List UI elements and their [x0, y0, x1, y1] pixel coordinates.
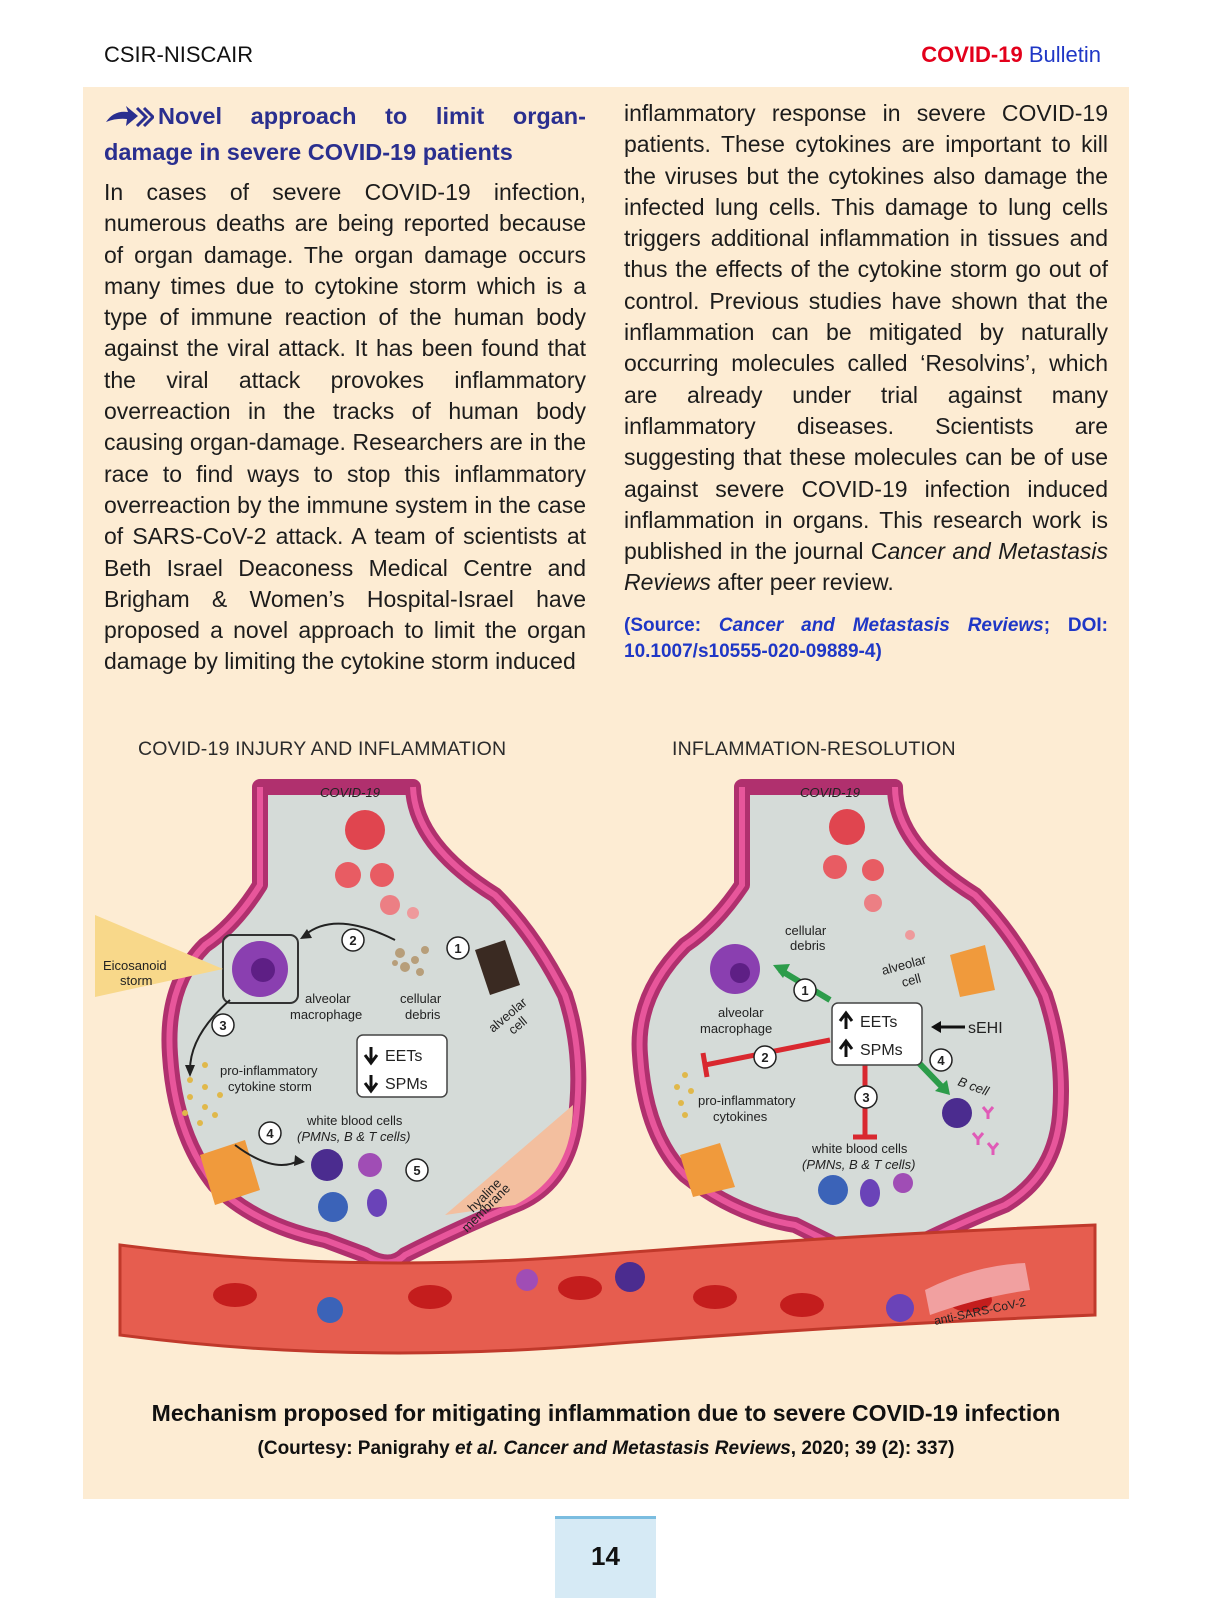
label-alveolar-macrophage-2: macrophage: [290, 1007, 362, 1022]
wbc-icon: [818, 1175, 848, 1205]
badge-5: 5: [413, 1163, 420, 1178]
badge-3: 3: [219, 1018, 226, 1033]
cytokine-dots: [182, 1062, 223, 1126]
virus-icon: [905, 930, 915, 940]
label-r-wbc-1: white blood cells: [811, 1141, 908, 1156]
header-org: CSIR-NISCAIR: [104, 42, 254, 67]
article-heading: Novel approach to limit organ-damage in …: [104, 101, 586, 167]
badge-r4: 4: [937, 1053, 945, 1068]
left-alveolus: [95, 779, 587, 1271]
right-alveolus: [631, 779, 1069, 1271]
courtesy-suffix: , 2020; 39 (2): 337): [790, 1438, 955, 1459]
label-r-proinflammatory-2: cytokines: [713, 1109, 768, 1124]
label-r-alveolar-macrophage-2: macrophage: [700, 1021, 772, 1036]
label-r-proinflammatory-1: pro-inflammatory: [698, 1093, 796, 1108]
label-eicosanoid-2: storm: [120, 973, 153, 988]
wbc-icon: [358, 1153, 382, 1177]
virus-icon: [829, 809, 865, 845]
figure-caption: Mechanism proposed for mitigating inflam…: [151, 1400, 1061, 1426]
label-sehi: sEHI: [968, 1020, 1003, 1037]
label-covid-right: COVID-19: [800, 785, 860, 800]
wbc-icon: [311, 1149, 343, 1181]
mechanism-diagram: COVID-19 COVID-19 Eicosanoid storm alveo…: [95, 779, 1097, 1355]
badge-r3: 3: [862, 1090, 869, 1105]
page-number: 14: [591, 1541, 620, 1571]
article-body-right: inflammatory response in severe COVID-19…: [624, 98, 1108, 599]
page-number-box: 14: [555, 1516, 656, 1598]
virus-icon: [335, 862, 361, 888]
label-r-alveolar-cell-2: cell: [900, 970, 923, 990]
label-proinflammatory-1: pro-inflammatory: [220, 1063, 318, 1078]
label-r-cellular-debris-2: debris: [790, 938, 826, 953]
label-proinflammatory-2: cytokine storm: [228, 1079, 312, 1094]
wbc-icon: [318, 1192, 348, 1222]
badge-4: 4: [266, 1126, 274, 1141]
mechanism-figure: COVID-19 INJURY AND INFLAMMATION INFLAMM…: [95, 735, 1115, 1385]
arrow-icon: [104, 104, 156, 137]
label-spms-up: SPMs: [860, 1042, 903, 1059]
alveolar-cell-icon: [950, 945, 995, 997]
figure-left-title: COVID-19 INJURY AND INFLAMMATION: [138, 738, 507, 760]
wbc-icon: [893, 1173, 913, 1193]
label-r-cellular-debris-1: cellular: [785, 923, 827, 938]
virus-icon: [862, 859, 884, 881]
article-body-left: In cases of severe COVID-19 infection, n…: [104, 179, 586, 675]
label-eets-down: EETs: [385, 1048, 422, 1065]
article-title: Novel approach to limit organ-damage in …: [104, 103, 586, 165]
label-eets-up: EETs: [860, 1014, 897, 1031]
courtesy-prefix: (Courtesy: Panigrahy: [257, 1438, 455, 1459]
figure-right-title: INFLAMMATION-RESOLUTION: [672, 738, 956, 760]
virus-icon: [345, 810, 385, 850]
label-wbc-2: (PMNs, B & T cells): [297, 1129, 410, 1144]
debris-icon: [392, 946, 429, 976]
label-r-alveolar-macrophage-1: alveolar: [718, 1005, 764, 1020]
figure-courtesy: (Courtesy: Panigrahy et al. Cancer and M…: [83, 1438, 1129, 1460]
label-r-wbc-2: (PMNs, B & T cells): [802, 1157, 915, 1172]
body-right-text: inflammatory response in severe COVID-19…: [624, 100, 1108, 565]
wbc-icon: [367, 1189, 387, 1217]
virus-icon: [823, 855, 847, 879]
label-alveolar-macrophage-1: alveolar: [305, 991, 351, 1006]
badge-1: 1: [454, 941, 461, 956]
badge-r2: 2: [761, 1050, 768, 1065]
wbc-icon: [516, 1269, 538, 1291]
cytokine-dots: [674, 1072, 694, 1118]
badge-2: 2: [349, 933, 356, 948]
virus-icon: [370, 863, 394, 887]
label-wbc-1: white blood cells: [306, 1113, 403, 1128]
label-cellular-debris-2: debris: [405, 1007, 441, 1022]
source-prefix: (Source:: [624, 614, 719, 636]
alveolar-cell-icon: [475, 940, 520, 995]
source-journal: Cancer and Metastasis Reviews: [718, 614, 1044, 636]
virus-icon: [407, 907, 419, 919]
article-right-column: inflammatory response in severe COVID-19…: [624, 98, 1108, 665]
blood-vessel: [118, 1223, 1097, 1355]
body-right-tail: after peer review.: [710, 569, 894, 596]
source-doi: ; DOI: 10.1007/s10555-020-09889-4): [624, 614, 1108, 662]
antibody-icons: [971, 1106, 1000, 1155]
badge-r1: 1: [801, 983, 808, 998]
label-eicosanoid-1: Eicosanoid: [103, 958, 167, 973]
journal-name: ancer and Metastasis Reviews: [624, 538, 1108, 596]
epithelial-cell-icon: [200, 1140, 260, 1205]
epithelial-cell-icon: [680, 1143, 735, 1197]
source-citation: (Source: Cancer and Metastasis Reviews; …: [624, 613, 1108, 665]
wbc-icon: [615, 1262, 645, 1292]
wbc-icon: [317, 1297, 343, 1323]
article-left-column: Novel approach to limit organ-damage in …: [104, 101, 586, 678]
virus-icon: [380, 895, 400, 915]
label-spms-down: SPMs: [385, 1076, 428, 1093]
wbc-icon: [860, 1179, 880, 1207]
header-bulletin: Bulletin: [1028, 42, 1101, 67]
eicosanoid-cone: [95, 915, 223, 997]
virus-icon: [864, 894, 882, 912]
courtesy-journal: et al. Cancer and Metastasis Reviews: [454, 1438, 791, 1459]
header-covid: COVID-19: [921, 42, 1023, 67]
wbc-icon: [886, 1294, 914, 1322]
b-cell-icon: [942, 1098, 972, 1128]
header-title: COVID-19 Bulletin: [921, 42, 1101, 68]
label-cellular-debris-1: cellular: [400, 991, 442, 1006]
label-covid-left: COVID-19: [320, 785, 380, 800]
